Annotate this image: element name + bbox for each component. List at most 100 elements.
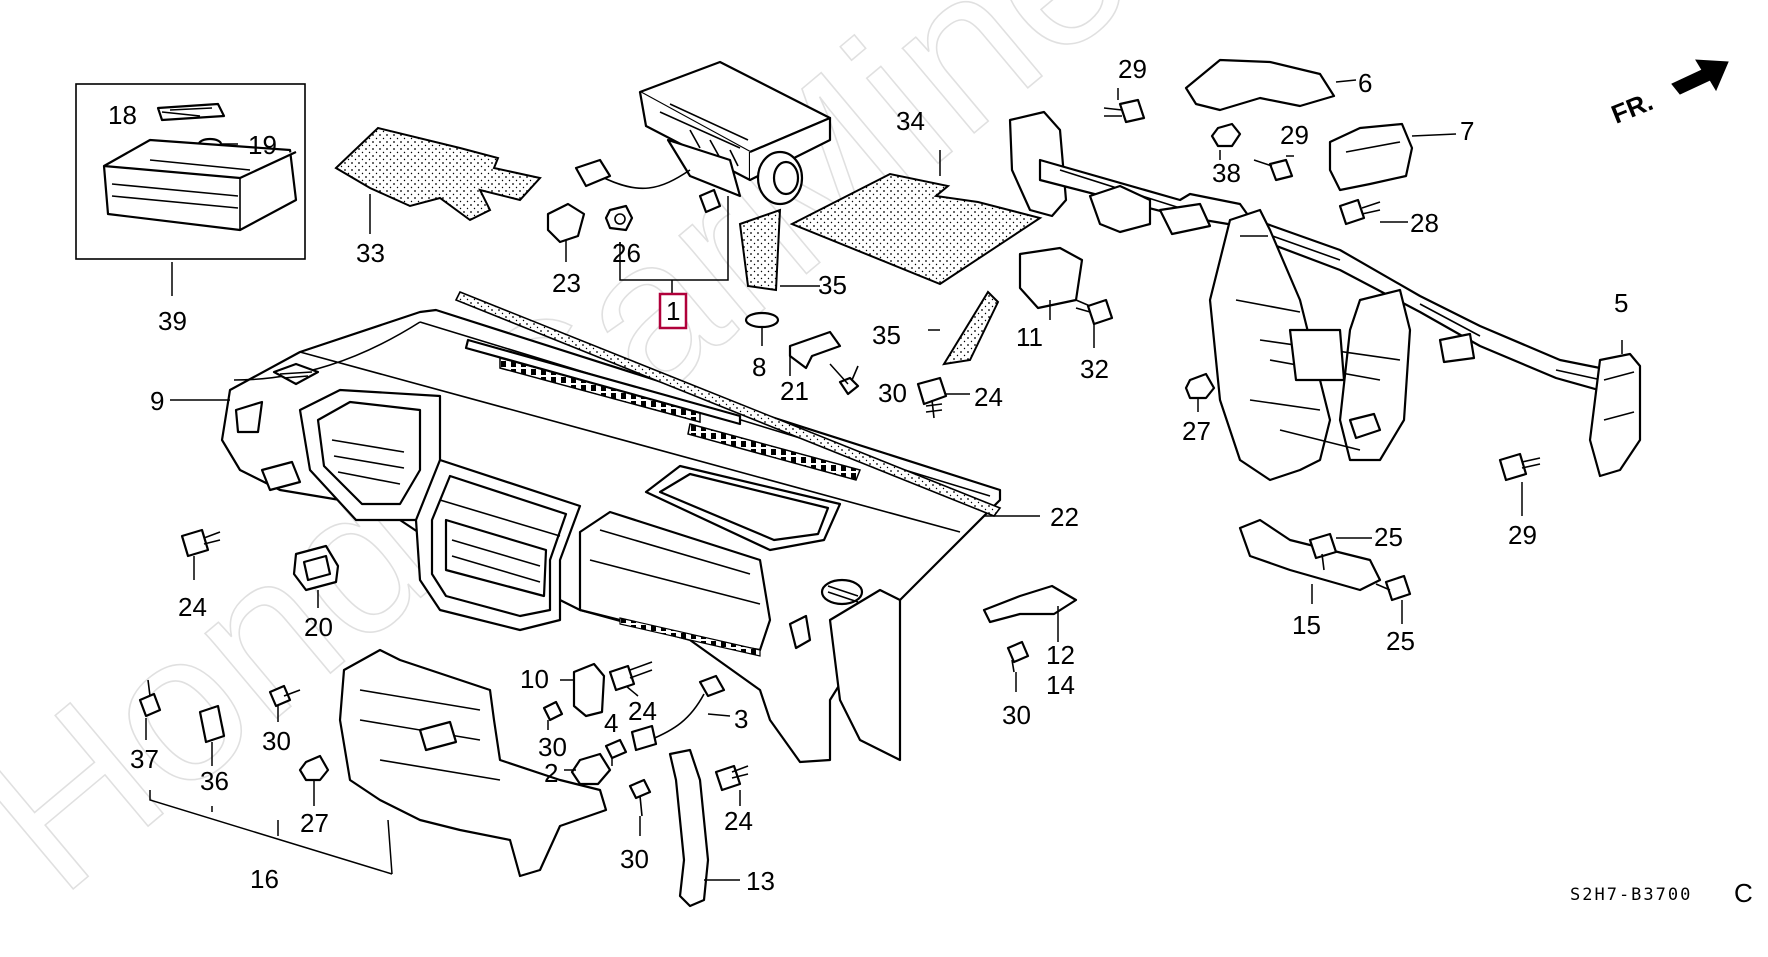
label-11: 11 [1016, 322, 1043, 352]
label-29a: 29 [1118, 54, 1147, 84]
bolt-25-upper [1308, 532, 1338, 571]
leader-lines [145, 79, 1623, 881]
label-26: 26 [612, 238, 641, 268]
label-1-highlighted: 1 [658, 292, 688, 330]
direction-label: FR. [1607, 86, 1657, 130]
nut-27-left [298, 754, 330, 782]
label-29c: 29 [1508, 520, 1537, 550]
screw-30-lower-center [628, 778, 652, 817]
label-27b: 27 [300, 808, 329, 838]
part-20-vent [292, 544, 340, 592]
label-1: 1 [666, 296, 680, 326]
part-9-dashboard [220, 308, 1002, 764]
label-32: 32 [1080, 354, 1109, 384]
label-18: 18 [108, 100, 137, 130]
diagram-code-text: S2H7-B3700 [1570, 885, 1692, 905]
bolt-29-mid [1253, 158, 1294, 182]
part-23-clip [546, 202, 586, 244]
label-38: 38 [1212, 158, 1241, 188]
part-34-pad [789, 172, 1043, 286]
label-8: 8 [752, 352, 766, 382]
label-33: 33 [356, 238, 385, 268]
bolt-24-left [180, 528, 221, 558]
part-36-clip [198, 704, 226, 744]
part-2-sensor [570, 752, 612, 786]
diagram-code-suffix: C [1734, 878, 1753, 908]
part-18-switch [156, 102, 226, 122]
part-33-pad [334, 126, 542, 222]
label-13: 13 [746, 866, 775, 896]
part-3-harness [630, 674, 726, 752]
label-12: 12 [1046, 640, 1075, 670]
screw-37 [138, 679, 162, 718]
part-4-clip [604, 738, 628, 760]
bolt-24-lower-right [714, 764, 749, 792]
screw-30-left [268, 684, 301, 708]
label-27a: 27 [1182, 416, 1211, 446]
screw-30-near-21 [838, 365, 860, 396]
label-21: 21 [780, 376, 809, 406]
bolt-28 [1338, 198, 1381, 226]
fr-arrow-icon: FR. [1607, 59, 1729, 130]
bolt-24-center [916, 376, 948, 419]
label-25a: 25 [1374, 522, 1403, 552]
label-30c: 30 [262, 726, 291, 756]
part-6-bracket [1184, 58, 1336, 112]
diagram-code: S2H7-B3700 C [1570, 878, 1753, 908]
part-39-panel [102, 138, 298, 232]
part-35a-pad [738, 208, 782, 292]
label-7: 7 [1460, 116, 1474, 146]
label-22: 22 [1050, 502, 1079, 532]
label-29b: 29 [1280, 120, 1309, 150]
bolt-32 [1075, 298, 1114, 326]
label-19: 19 [248, 130, 277, 160]
part-26-nut [604, 204, 634, 232]
nut-38 [1210, 122, 1242, 148]
label-10: 10 [520, 664, 549, 694]
part-10-cover [572, 662, 606, 718]
label-39: 39 [158, 306, 187, 336]
label-2: 2 [544, 758, 558, 788]
bolt-25-lower [1375, 574, 1412, 602]
part-15-bracket [1238, 518, 1382, 592]
screw-30-center-left [542, 700, 564, 722]
label-23: 23 [552, 268, 581, 298]
part-8-cap [744, 311, 780, 329]
part-5-steering-hanger-beam [1008, 110, 1642, 482]
part-13-bracket [668, 748, 710, 908]
part-labels: 18 19 39 33 23 26 1 35 34 35 8 21 30 24 … [108, 54, 1628, 896]
label-5: 5 [1614, 288, 1628, 318]
part-1-airbag-module [574, 60, 832, 214]
label-25b: 25 [1386, 626, 1415, 656]
label-9: 9 [150, 386, 164, 416]
label-30e: 30 [620, 844, 649, 874]
part-35b-pad [942, 290, 1000, 366]
label-16: 16 [250, 864, 279, 894]
label-36: 36 [200, 766, 229, 796]
bolt-24-lower-center [608, 661, 653, 692]
screw-30-under-12 [1006, 640, 1030, 673]
label-24d: 24 [724, 806, 753, 836]
part-12-14-bracket [982, 584, 1078, 624]
bolt-29-right [1498, 452, 1541, 482]
label-20: 20 [304, 612, 333, 642]
label-24c: 24 [628, 696, 657, 726]
label-28: 28 [1410, 208, 1439, 238]
label-15: 15 [1292, 610, 1321, 640]
part-16-lower-bracket [338, 648, 608, 878]
label-34: 34 [896, 106, 925, 136]
inset-box-39 [75, 83, 306, 260]
label-35a: 35 [818, 270, 847, 300]
bolt-29-top [1103, 98, 1146, 124]
label-3: 3 [734, 704, 748, 734]
label-30a: 30 [878, 378, 907, 408]
label-24a: 24 [974, 382, 1003, 412]
label-6: 6 [1358, 68, 1372, 98]
nut-27-right [1184, 372, 1216, 400]
label-14: 14 [1046, 670, 1075, 700]
label-35b: 35 [872, 320, 901, 350]
label-30d: 30 [538, 732, 567, 762]
label-24b: 24 [178, 592, 207, 622]
part-7-bracket [1328, 122, 1414, 192]
